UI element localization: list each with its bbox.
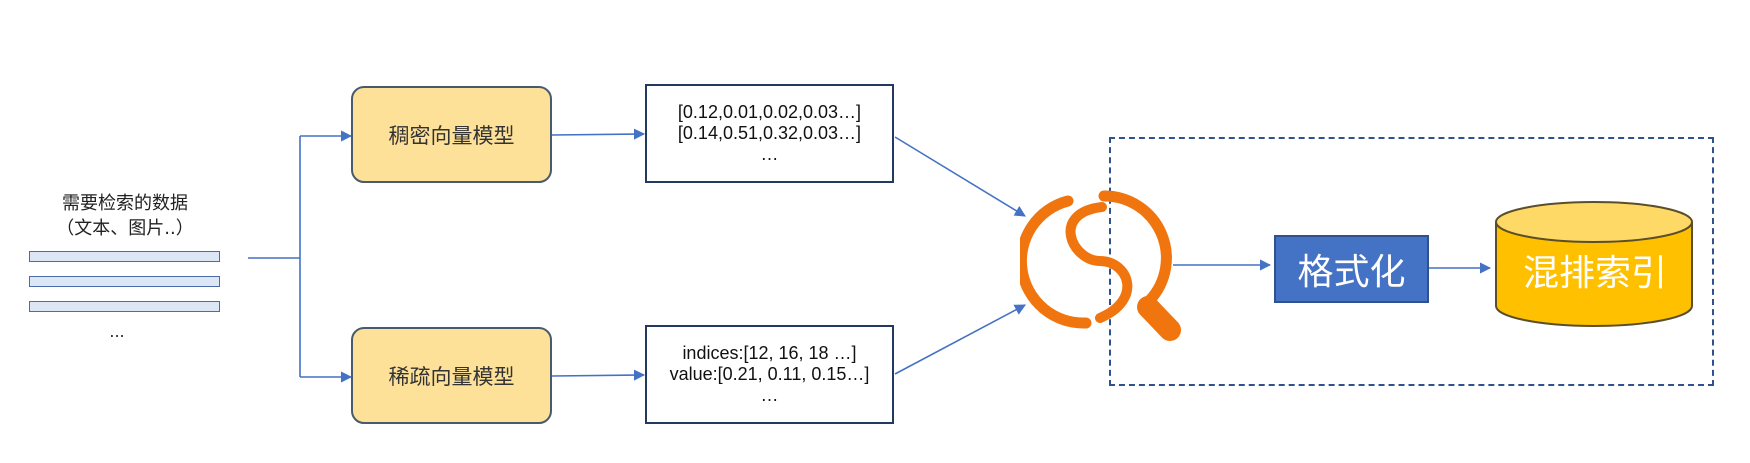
dense-vector-ellipsis: …: [760, 144, 779, 164]
sparse-values-line: value:[0.21, 0.11, 0.15…]: [669, 364, 870, 384]
data-row-bar: [29, 301, 220, 312]
dense-vectors-box: [0.12,0.01,0.02,0.03…] [0.14,0.51,0.32,0…: [645, 84, 894, 183]
arrow-sparse-to-vectors: [551, 369, 646, 381]
source-subtitle: （文本、图片..）: [56, 218, 194, 239]
dense-vector-line: [0.14,0.51,0.32,0.03…]: [677, 123, 862, 143]
sparse-vectors-box: indices:[12, 16, 18 …] value:[0.21, 0.11…: [645, 325, 894, 424]
search-logo-icon: [1020, 190, 1181, 341]
dense-model-label: 稠密向量模型: [388, 123, 515, 148]
format-label: 格式化: [1297, 252, 1406, 293]
arrow-sparse-to-engine: [894, 304, 1026, 375]
hybrid-index-label: 混排索引: [1522, 253, 1667, 294]
sparse-model-label: 稀疏向量模型: [388, 364, 515, 389]
data-row-bar: [29, 276, 220, 287]
dense-vector-line: [0.12,0.01,0.02,0.03…]: [677, 102, 862, 122]
sparse-indices-line: indices:[12, 16, 18 …]: [682, 343, 857, 363]
sparse-vector-ellipsis: …: [760, 385, 779, 405]
arrow-dense-to-vectors: [551, 128, 646, 140]
dense-model-box: 稠密向量模型: [351, 86, 552, 183]
arrow-dense-to-engine: [894, 136, 1026, 217]
source-ellipsis: ...: [109, 322, 125, 341]
data-row-bar: [29, 251, 220, 262]
format-box: 格式化: [1274, 235, 1429, 303]
sparse-model-box: 稀疏向量模型: [351, 327, 552, 424]
source-title: 需要检索的数据: [62, 193, 188, 214]
database-cylinder-icon: [1495, 201, 1693, 327]
